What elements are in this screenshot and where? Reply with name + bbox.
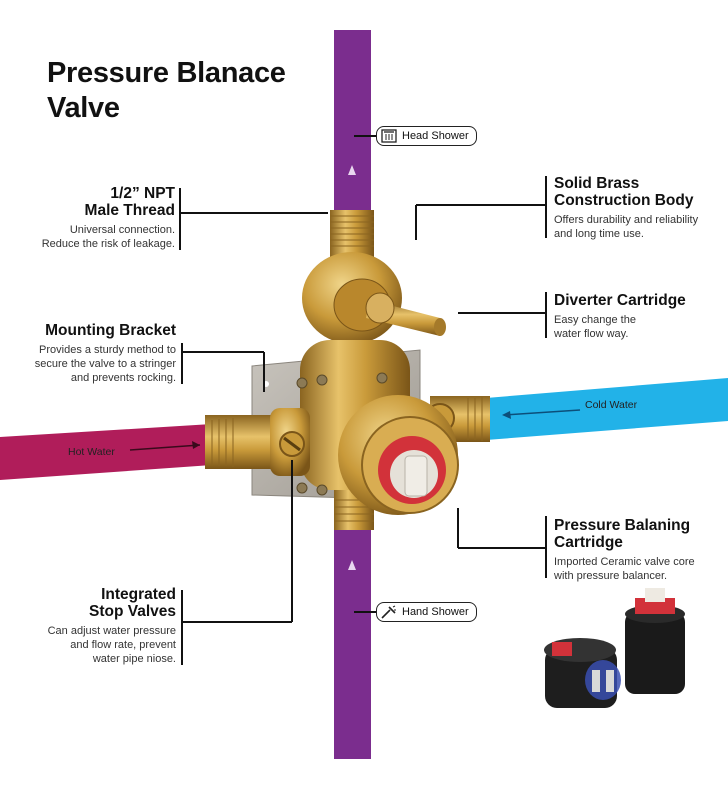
diverter-desc-2: water flow way.: [554, 328, 629, 340]
callout-stop-valves: Integrated Stop Valves Can adjust water …: [10, 586, 176, 666]
npt-title-1: 1/2” NPT: [110, 185, 175, 202]
brass-desc-1: Offers durability and reliability: [554, 214, 699, 226]
mounting-desc-2: secure the valve to a stringer: [34, 358, 176, 370]
hot-water-pipe: [0, 424, 212, 480]
cold-water-label: Cold Water: [585, 399, 638, 411]
diverter-title: Diverter Cartridge: [554, 292, 686, 309]
mounting-title: Mounting Bracket: [45, 322, 176, 339]
hot-water-label: Hot Water: [68, 446, 115, 458]
stops-title-1: Integrated: [101, 586, 176, 603]
brass-title-2: Construction Body: [554, 192, 694, 209]
page-title: Pressure Blanace Valve: [47, 57, 286, 124]
hand-shower-text: Hand Shower: [402, 606, 469, 618]
callout-mounting-bracket: Mounting Bracket Provides a sturdy metho…: [10, 322, 176, 385]
callout-npt: 1/2” NPT Male Thread Universal connectio…: [20, 185, 175, 251]
stops-title-2: Stop Valves: [88, 603, 176, 620]
npt-desc-1: Universal connection.: [69, 224, 175, 236]
hand-shower-pipe: [334, 525, 371, 759]
down-arrow-top: [348, 165, 356, 175]
npt-title-2: Male Thread: [84, 202, 175, 219]
brass-desc-2: and long time use.: [554, 228, 644, 240]
mounting-desc-1: Provides a sturdy method to: [39, 344, 176, 356]
npt-desc-2: Reduce the risk of leakage.: [41, 238, 175, 250]
head-shower-text: Head Shower: [402, 130, 469, 142]
stops-desc-1: Can adjust water pressure: [47, 625, 176, 637]
hand-shower-icon: [381, 605, 397, 619]
stops-desc-3: water pipe niose.: [92, 653, 176, 665]
hand-shower-label: Hand Shower: [376, 602, 477, 622]
balancing-desc-2: with pressure balancer.: [554, 570, 668, 582]
shower-head-icon: [381, 129, 397, 143]
cartridge-product-shots: [544, 588, 685, 708]
balancing-title-2: Cartridge: [554, 534, 623, 551]
balancing-desc-1: Imported Ceramic valve core: [554, 556, 695, 568]
down-arrow-bottom: [348, 560, 356, 570]
callout-brass-body: Solid Brass Construction Body Offers dur…: [554, 175, 724, 241]
diverter-desc-1: Easy change the: [554, 314, 636, 326]
callout-diverter: Diverter Cartridge Easy change the water…: [554, 292, 724, 341]
mounting-desc-3: and prevents rocking.: [70, 372, 176, 384]
brass-title-1: Solid Brass: [554, 175, 640, 192]
callout-balancing-cartridge: Pressure Balaning Cartridge Imported Cer…: [554, 517, 724, 583]
stops-desc-2: and flow rate, prevent: [70, 639, 176, 651]
balancing-title-1: Pressure Balaning: [554, 517, 691, 534]
hot-water-arrow: [129, 441, 201, 451]
cold-water-pipe: [486, 378, 728, 440]
head-shower-pipe: [334, 30, 371, 220]
cold-water-arrow: [502, 409, 581, 419]
head-shower-label: Head Shower: [376, 126, 477, 146]
